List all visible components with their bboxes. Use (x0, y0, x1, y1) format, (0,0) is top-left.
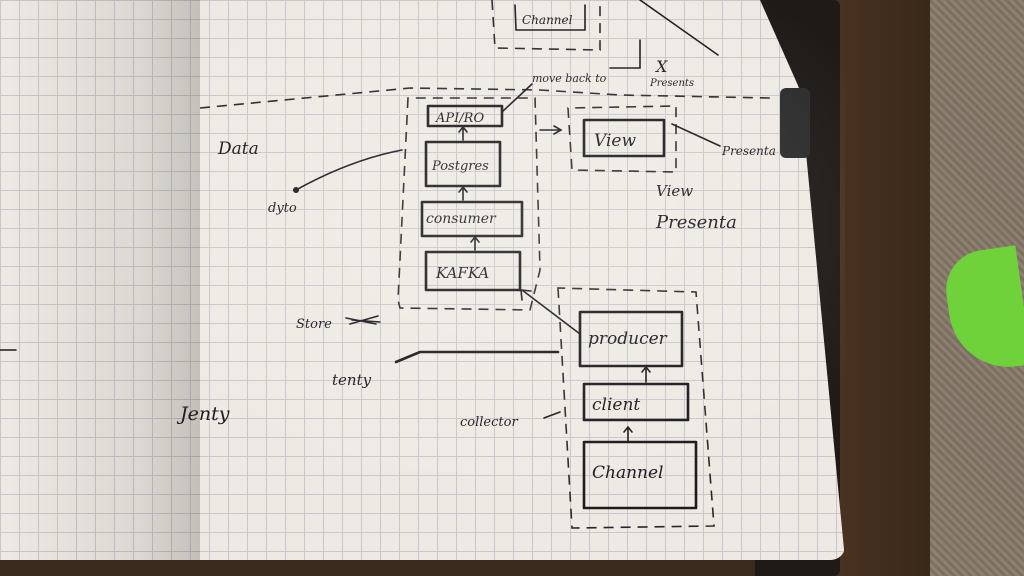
consumer-box (420, 200, 524, 238)
channel-label: Channel (592, 463, 664, 483)
x-mark: X (654, 57, 668, 76)
separator-dashed-line (199, 87, 771, 109)
sentry-label: Jenty (176, 403, 230, 425)
client-box (582, 382, 690, 422)
scribble (345, 315, 381, 325)
view-label: View (594, 131, 636, 151)
dyto-label: dyto (268, 201, 297, 216)
channel-box (582, 440, 698, 510)
data-label: Data (217, 139, 259, 159)
arrow-producer-to-kafka (520, 289, 581, 335)
sentry-mid-label: tenty (332, 371, 372, 389)
view-box (582, 118, 666, 158)
move-back-label: move back to (532, 72, 607, 85)
notebook-elastic-strap (780, 88, 810, 158)
producer-box (578, 310, 684, 368)
data-stack-enclosure (397, 97, 541, 311)
store-label: Store (296, 317, 332, 332)
notebook-spine-shadow (0, 0, 200, 560)
collector-label: collector (460, 415, 518, 430)
presentation-right-label: Presenta (721, 144, 776, 158)
api-box (426, 104, 504, 128)
presents-top-label: Presents (649, 78, 694, 89)
top-partial-box: Channel X (491, 0, 719, 76)
client-label: client (592, 395, 640, 415)
view-presenta-line1: View (656, 182, 693, 200)
producer-label: producer (588, 329, 668, 349)
consumer-label: consumer (426, 211, 497, 227)
api-label: API/RO (435, 111, 484, 126)
postgres-label: Postgres (431, 159, 489, 174)
kafka-label: KAFKA (435, 264, 489, 282)
notebook-page (0, 0, 845, 560)
kafka-box (424, 250, 522, 292)
collector-enclosure (557, 287, 715, 529)
top-channel-label: Channel (522, 13, 573, 27)
view-presenta-line2: Presenta (655, 212, 737, 233)
arrow-to-view (539, 125, 563, 135)
view-enclosure (567, 105, 677, 173)
